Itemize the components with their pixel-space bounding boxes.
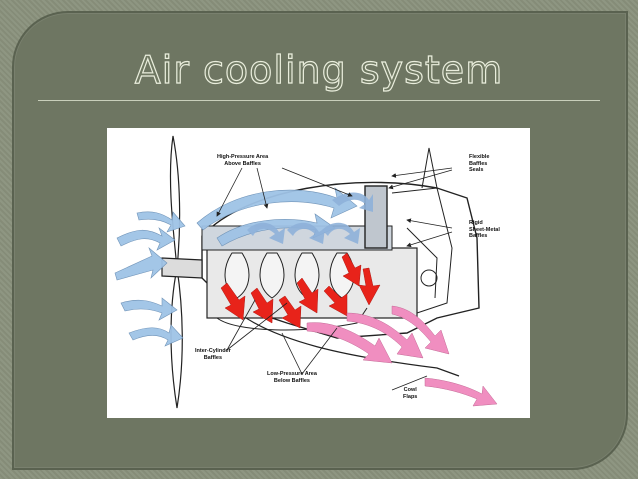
label-text: Above Baffles bbox=[217, 161, 268, 168]
label-text: High-Pressure Area bbox=[217, 154, 268, 161]
label-high-pressure-area: High-Pressure Area Above Baffles bbox=[217, 154, 268, 167]
label-low-pressure-area: Low-Pressure Area Below Baffles bbox=[267, 371, 317, 384]
rear-baffle bbox=[365, 186, 387, 248]
label-text: Low-Pressure Area bbox=[267, 371, 317, 378]
label-text: Flaps bbox=[403, 394, 417, 401]
label-text: Flexible bbox=[469, 154, 489, 161]
air-cooling-diagram: High-Pressure Area Above Baffles Flexibl… bbox=[107, 128, 530, 418]
label-text: Below Baffles bbox=[267, 378, 317, 385]
label-text: Inter-Cylinder bbox=[195, 348, 231, 355]
label-rigid-sheet-metal-baffles: Rigid Sheet-Metal Baffles bbox=[469, 220, 500, 240]
propeller bbox=[162, 136, 202, 408]
label-cowl-flaps: Cowl Flaps bbox=[403, 387, 417, 400]
label-inter-cylinder-baffles: Inter-Cylinder Baffles bbox=[195, 348, 231, 361]
slide-title: Air cooling system bbox=[0, 48, 638, 92]
title-divider bbox=[38, 100, 600, 101]
engine-illustration bbox=[107, 128, 530, 418]
label-text: Baffles bbox=[195, 355, 231, 362]
label-flexible-baffle-seals: Flexible Baffles Seals bbox=[469, 154, 489, 174]
label-text: Cowl bbox=[403, 387, 417, 394]
exhaust-air-arrows bbox=[307, 306, 497, 406]
label-text: Baffles bbox=[469, 233, 500, 240]
label-text: Seals bbox=[469, 167, 489, 174]
